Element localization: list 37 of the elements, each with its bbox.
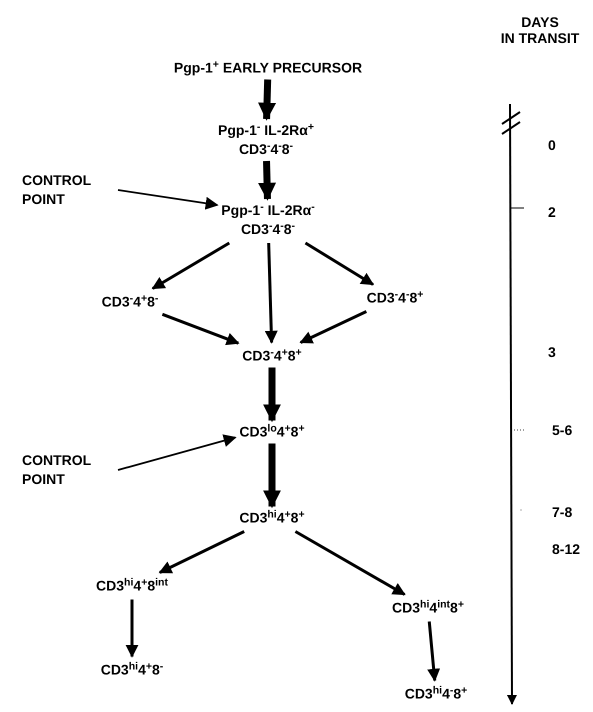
cell-label: CONTROL POINT xyxy=(22,451,112,489)
cell-label: Pgp-1$^{-}$ IL-2Rα$^{+}$ CD3$^{-}$4$^{-}$8$^{-}$ xyxy=(218,121,314,159)
cell-label: CD3$^{-}$4$^{+}$8$^{-}$ xyxy=(102,292,158,312)
cell-label: CD3$^{-}$4$^{+}$8$^{+}$ xyxy=(242,346,302,366)
tick-label: 5-6 xyxy=(552,422,572,438)
cell-label: CD3$^{-}$4$^{-}$8$^{+}$ xyxy=(366,288,424,308)
cell-label: Pgp-1$^{-}$ IL-2Rα$^{-}$ CD3$^{-}$4$^{-}$8$^{-}$ xyxy=(221,201,315,239)
cell-label: CD3$^{hi}$4$^{+}$8$^{-}$ xyxy=(100,660,164,680)
cell-label: CONTROL POINT xyxy=(22,171,112,209)
cell-label: CD3$^{hi}$4$^{+}$8$^{int}$ xyxy=(96,576,168,596)
arrow xyxy=(304,242,374,286)
arrow xyxy=(118,189,219,210)
arrow xyxy=(118,434,237,471)
cell-label: CD3$^{hi}$4$^{-}$8$^{+}$ xyxy=(404,684,468,704)
cell-label: CD3$^{hi}$4$^{int}$8$^{+}$ xyxy=(392,598,464,618)
cell-label: Pgp-1$^{+}$ EARLY PRECURSOR xyxy=(174,58,362,78)
cell-label: CD3$^{hi}$4$^{+}$8$^{+}$ xyxy=(239,508,305,528)
arrow xyxy=(263,368,281,422)
arrow xyxy=(258,79,276,121)
arrow xyxy=(299,310,368,344)
tick-label: 7-8 xyxy=(552,504,572,520)
arrow xyxy=(294,530,406,596)
arrow xyxy=(126,600,138,658)
tick-label: 3 xyxy=(548,344,556,360)
arrow xyxy=(162,312,240,346)
axis-title: IN TRANSIT xyxy=(500,30,580,46)
axis-title: DAYS xyxy=(521,14,559,30)
tick-label: 2 xyxy=(548,204,556,220)
arrow xyxy=(152,242,230,290)
arrow xyxy=(158,530,245,574)
arrow xyxy=(263,444,281,508)
tick-label: 0 xyxy=(548,137,556,153)
arrow xyxy=(427,621,440,682)
cell-label: CD3$^{lo}$4$^{+}$8$^{+}$ xyxy=(239,422,305,442)
arrow xyxy=(264,242,278,344)
arrow xyxy=(258,160,276,201)
tick-label: 8-12 xyxy=(552,541,580,557)
